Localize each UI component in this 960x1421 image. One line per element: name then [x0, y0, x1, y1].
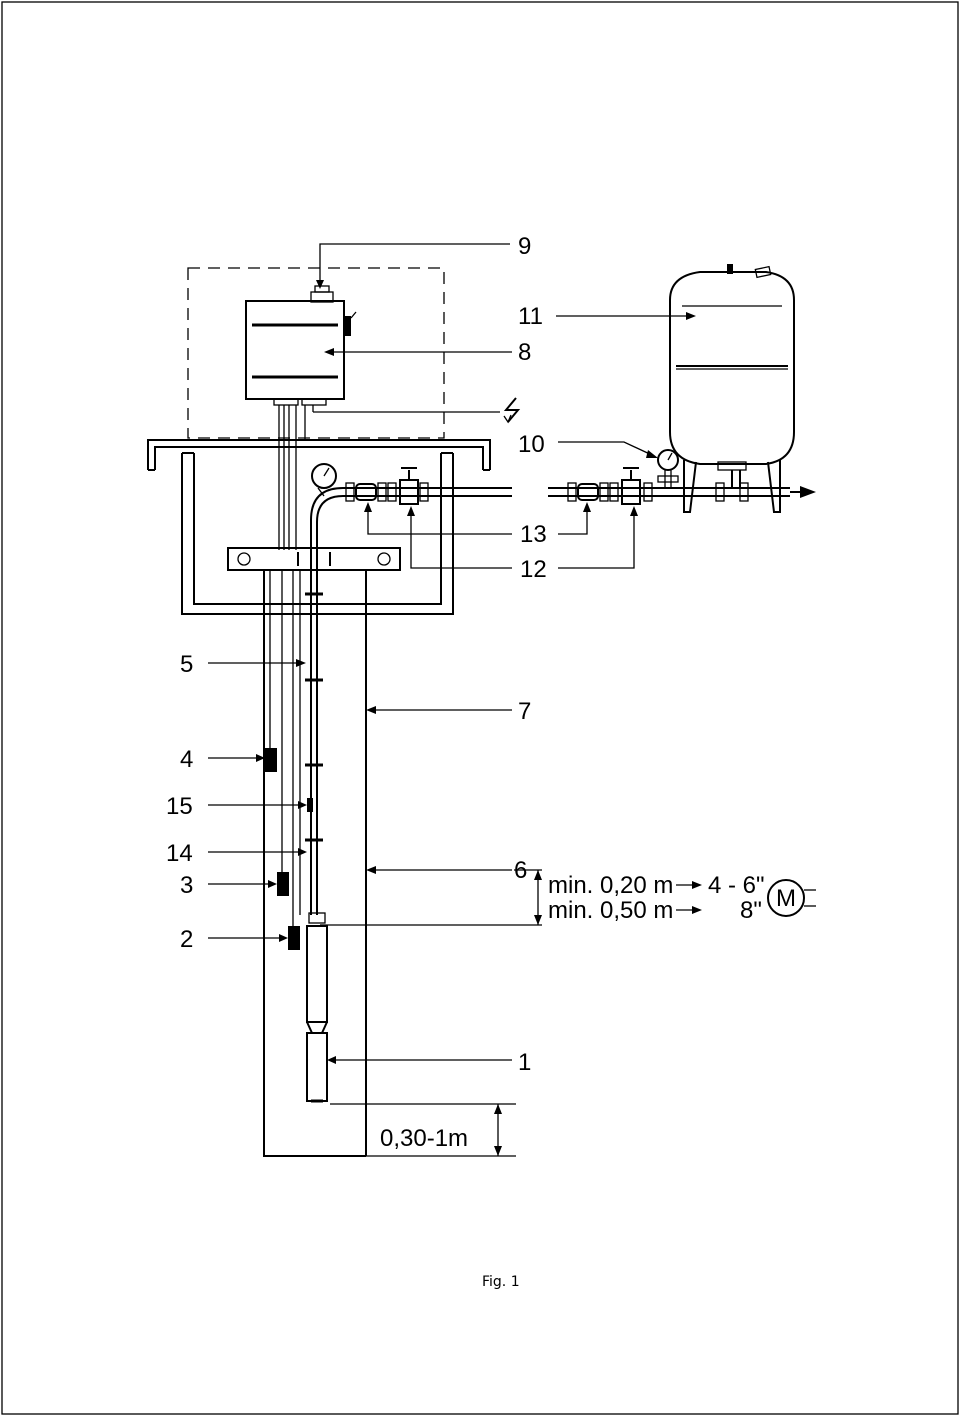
callout-8: 8 [518, 339, 531, 366]
discharge-pipe-left [345, 467, 512, 505]
callout-6: 6 [514, 857, 527, 884]
control-box [245, 285, 357, 406]
callout-12: 12 [520, 556, 547, 583]
submersible-pump [306, 912, 328, 1103]
rising-main-pipe [310, 463, 350, 915]
callout-14: 14 [166, 840, 193, 867]
callout-11: 11 [518, 303, 543, 330]
callout-15: 15 [166, 793, 193, 820]
flow-direction-arrow [800, 486, 816, 498]
callout-10: 10 [518, 431, 545, 458]
discharge-pipe-right [548, 467, 816, 505]
min-distance-small: min. 0,20 m [548, 872, 673, 899]
callout-13: 13 [520, 521, 547, 548]
electrode-cables [269, 570, 301, 926]
leader-lines [208, 243, 696, 1064]
pressure-tank [657, 264, 795, 513]
motor-symbol-icon [767, 879, 805, 917]
sensor-15 [307, 798, 313, 812]
callout-3: 3 [180, 872, 193, 899]
tank-pressure-gauge-icon [657, 449, 679, 471]
motor-letter: M [776, 885, 796, 912]
power-cables [278, 405, 500, 550]
callout-2: 2 [180, 926, 193, 953]
cable-ties [305, 592, 323, 842]
motor-size-large: 8" [740, 897, 762, 924]
electrode-2 [288, 926, 300, 950]
dimension-lines [320, 869, 816, 1157]
well-cap-plate [227, 547, 401, 571]
electrode-3 [277, 872, 289, 896]
min-distance-large: min. 0,50 m [548, 897, 673, 924]
pressure-gauge-icon [311, 463, 337, 489]
callout-7: 7 [518, 698, 531, 725]
well-casing [263, 570, 367, 1157]
control-enclosure-dashed [187, 267, 445, 439]
figure-caption: Fig. 1 [482, 1274, 520, 1290]
electric-supply-icon [503, 397, 521, 424]
electrode-4 [265, 748, 277, 772]
bottom-clearance-label: 0,30-1m [380, 1125, 468, 1152]
callout-1: 1 [518, 1049, 531, 1076]
callout-5: 5 [180, 651, 193, 678]
motor-size-small: 4 - 6" [708, 872, 765, 899]
callout-9: 9 [518, 233, 531, 260]
callout-4: 4 [180, 746, 193, 773]
